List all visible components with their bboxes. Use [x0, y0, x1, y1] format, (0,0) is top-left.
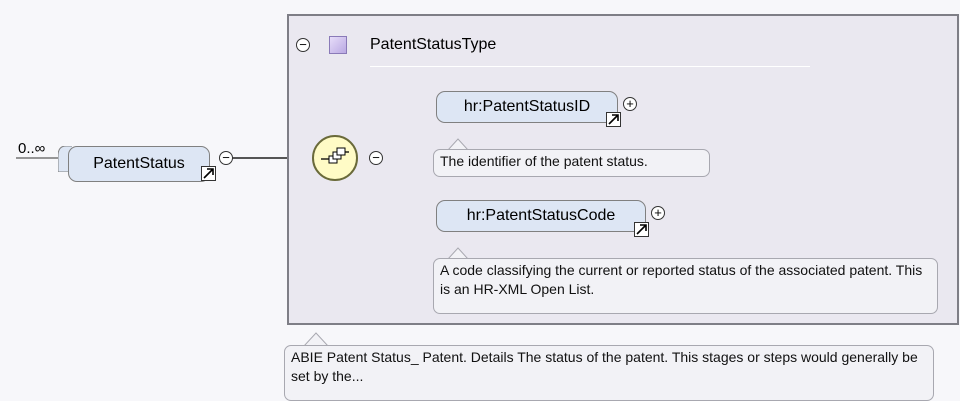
child-documentation: The identifier of the patent status.	[433, 149, 710, 177]
root-element-collapse-button[interactable]: −	[219, 151, 233, 165]
root-element-name: PatentStatus	[93, 155, 185, 172]
child-expand-button[interactable]: +	[651, 206, 665, 220]
type-collapse-button[interactable]: −	[296, 38, 310, 52]
sequence-icon	[321, 147, 349, 164]
child-element-name: hr:PatentStatusCode	[466, 207, 616, 224]
root-element-type-link-icon[interactable]	[201, 166, 216, 181]
child-documentation: A code classifying the current or report…	[433, 258, 938, 314]
child-expand-button[interactable]: +	[623, 97, 637, 111]
sequence-collapse-button[interactable]: −	[369, 151, 383, 165]
child-type-link-icon[interactable]	[606, 112, 621, 127]
type-name: PatentStatusType	[370, 36, 497, 53]
complex-type-icon	[329, 36, 347, 54]
root-element-node[interactable]: PatentStatus	[68, 146, 210, 182]
child-element-node[interactable]: hr:PatentStatusID	[436, 91, 618, 123]
arrow-up-right-icon	[636, 224, 647, 235]
type-documentation: ABIE Patent Status_ Patent. Details The …	[284, 345, 934, 401]
doc-pointer	[448, 138, 468, 150]
child-element-name: hr:PatentStatusID	[463, 98, 591, 115]
doc-pointer	[304, 332, 328, 346]
type-header-divider	[370, 66, 810, 67]
cardinality-label: 0..∞	[18, 140, 46, 157]
sequence-compositor[interactable]	[312, 135, 358, 181]
doc-pointer	[448, 247, 468, 259]
child-element-node[interactable]: hr:PatentStatusCode	[436, 200, 646, 232]
child-type-link-icon[interactable]	[634, 222, 649, 237]
arrow-up-right-icon	[203, 168, 214, 179]
arrow-up-right-icon	[608, 114, 619, 125]
